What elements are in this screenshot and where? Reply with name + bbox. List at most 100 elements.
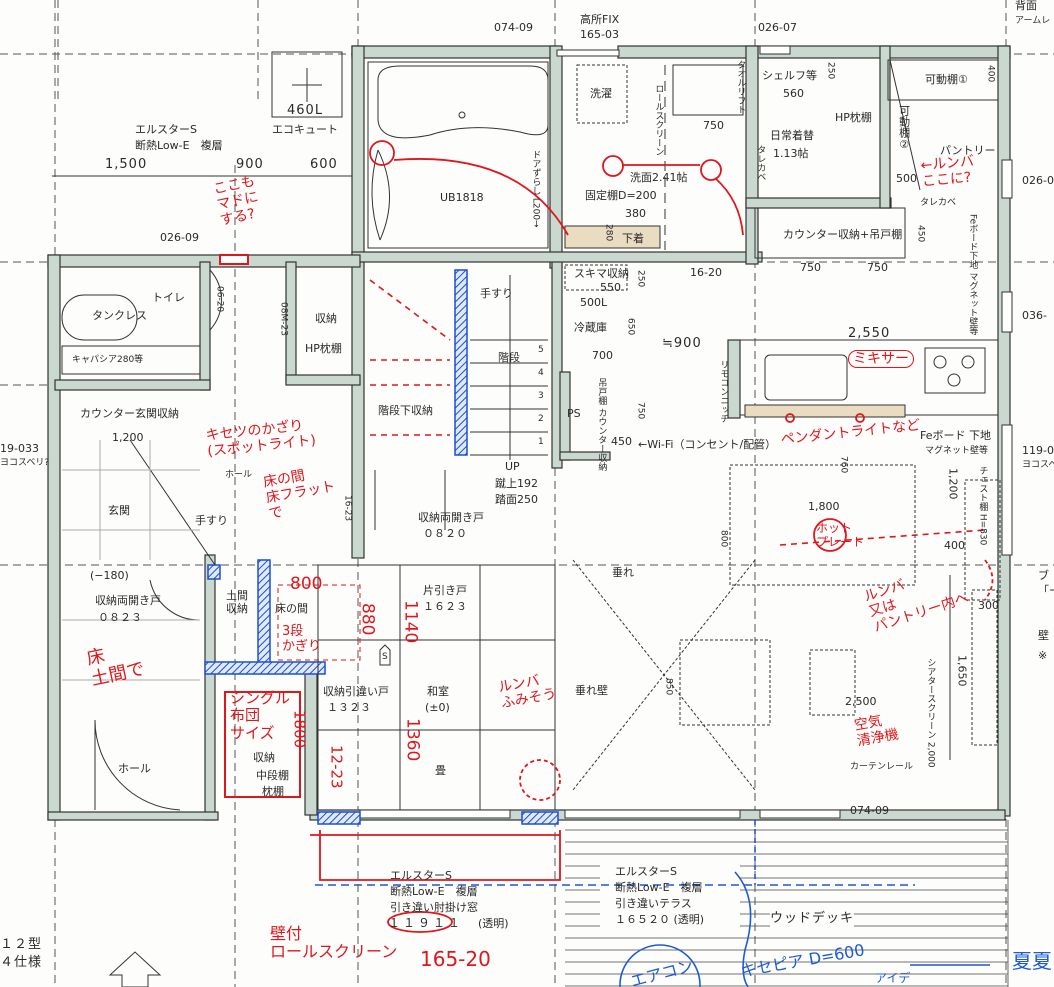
shelf-label: シェルフ等 (762, 69, 817, 82)
door-code: 06-20 (214, 286, 225, 313)
storage-sliding: 収納引違い戸 (323, 685, 389, 698)
deck-label-bg (600, 860, 740, 930)
dimension: 280 (603, 224, 614, 242)
tokonoma: 床の間 (275, 602, 308, 615)
s-mark-icon: S (382, 652, 388, 662)
room-toilet: トイレ (152, 291, 185, 304)
closet: 収納 (253, 751, 275, 764)
note-sub: アイデ (875, 971, 911, 985)
closet-storage: 収納 (315, 312, 337, 325)
note-door-code: 12-23 (327, 745, 346, 789)
stairs (374, 275, 548, 530)
toilet-fixture (61, 269, 222, 375)
annotation: 壁 (1038, 629, 1049, 642)
tankless-toilet: タンクレス (92, 309, 147, 322)
dimension: 850 (663, 678, 674, 696)
towel-rack: タオルリフト (735, 60, 746, 114)
wifi-note: ←Wi-Fi（コンセント/配管） (638, 438, 777, 451)
room-pantry: パントリー (940, 144, 996, 157)
dimension: 1,800 (808, 500, 840, 513)
dimension: 450 (915, 225, 926, 243)
window-code: 026-0 (1022, 174, 1054, 187)
step-number: 3 (538, 391, 544, 401)
door-code: 16-20 (690, 266, 722, 279)
pillow-shelf: 枕棚 (262, 785, 284, 798)
spec-note: １２型 (0, 937, 43, 952)
dimension: 450 (611, 435, 632, 448)
note-3-steps: 3段 かぎり (282, 624, 322, 654)
room-washitsu: 和室 (427, 685, 449, 698)
step-number: 1 (538, 437, 544, 447)
handrail: 手すり (480, 287, 513, 300)
magnet-wall: マグネット壁等 (925, 446, 989, 456)
dimension: 1,500 (105, 157, 148, 172)
dimension: 2,550 (848, 326, 891, 341)
mid-shelf: 中段棚 (256, 769, 289, 782)
dimension: 250 (635, 270, 646, 288)
door-code: ０８２３ (98, 611, 142, 624)
room-genkan: 玄関 (108, 504, 130, 517)
note-dimension: 880 (357, 603, 378, 636)
dimension: 400 (944, 539, 965, 552)
counter-storage: カウンター収納+吊戸棚 (783, 228, 903, 241)
dimension: 1,200 (112, 431, 144, 444)
entry-counter: カウンター玄関収納 (80, 407, 179, 420)
tread: 踏面250 (495, 493, 538, 506)
door-code: １６２３ (423, 600, 467, 613)
hanging-cabinet: 吊戸棚 カウンター収納 (596, 378, 607, 471)
window-code: 026-09 (160, 231, 199, 244)
door-code: 08M-23 (278, 302, 289, 336)
annotation: アームレ (1015, 16, 1051, 26)
note-dimension: 1360 (402, 718, 423, 762)
ps-label: PS (567, 407, 581, 420)
tarekabe: タレカベ (755, 145, 766, 181)
riser: 蹴上192 (495, 477, 538, 490)
step-number: 2 (538, 414, 544, 424)
note-summer: 夏夏 (1012, 949, 1052, 973)
note-roomba: ←ルンバ ここに? (920, 153, 975, 190)
room-laundry: 洗濯 (590, 87, 612, 100)
door-code: ０８２０ (423, 527, 467, 540)
dimension: 750 (867, 261, 888, 274)
dimension: 750 (800, 261, 821, 274)
fe-board: Feボード 下地 (920, 429, 991, 442)
bathtub (367, 61, 549, 249)
annotation: 背面 (1015, 0, 1037, 12)
tank-name: エコキュート (272, 123, 338, 136)
level-note: (−180) (90, 569, 129, 582)
dimension: 380 (625, 207, 646, 220)
dimension: 300 (978, 599, 999, 612)
stairs-label: 階段 (498, 351, 520, 364)
window-spec: エルスターS (615, 865, 677, 878)
window-code: １１９１１ (388, 916, 464, 930)
level-note: (±0) (425, 701, 450, 714)
window-spec: 断熱Low-E 複層 (390, 885, 478, 898)
note-wall-screen: 壁付 ロールスクリーン (270, 924, 398, 962)
window-code: 19-033 (0, 442, 39, 455)
door-code: 16-23 (342, 495, 353, 522)
furniture (572, 464, 1001, 791)
note-hotplate: ホット プレート (816, 521, 865, 549)
red-markup (310, 140, 994, 933)
handrail: 手すり (195, 514, 228, 527)
window-code: 074-09 (494, 21, 533, 34)
window-code: 074-09 (850, 804, 889, 817)
window-code: 026-07 (758, 21, 797, 34)
window-spec: (透明) (478, 917, 509, 930)
window-code: 036- (1022, 309, 1047, 322)
roll-screen: ロールスクリーン (653, 84, 664, 156)
new-walls (204, 269, 559, 825)
note-mixer: ミキサー (848, 350, 914, 369)
note-dimension: 1800 (290, 710, 309, 749)
sliding-door: 片引き戸 (423, 584, 467, 597)
entrance-arrow-icon (108, 951, 162, 987)
room-size: 1.13帖 (773, 147, 809, 160)
storage-door: 収納両開き戸 (418, 511, 484, 524)
tarekabe: 垂れ壁 (575, 684, 608, 697)
red-dashed-lines (369, 279, 986, 546)
fixed-shelf: 固定棚D=200 (585, 189, 657, 202)
tank-volume: 460L (287, 103, 324, 118)
theater-screen: シアタースクリーン 2,000 (925, 658, 936, 768)
window-code: １６５２０ (透明) (615, 913, 705, 926)
